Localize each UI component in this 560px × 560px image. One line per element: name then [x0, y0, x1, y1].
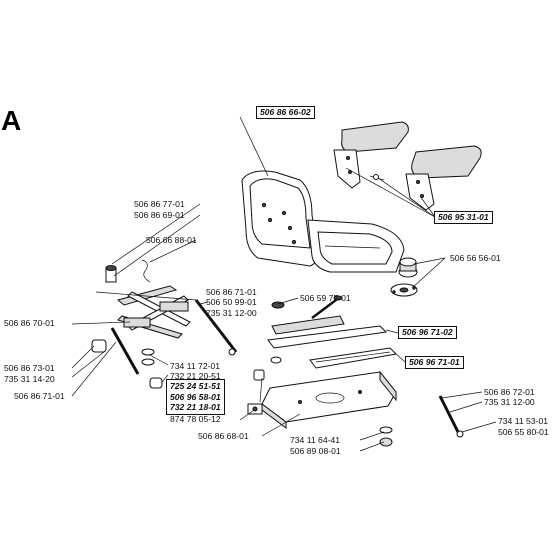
knob-stack-item: 725 24 51-51	[170, 381, 221, 391]
base-plate	[261, 370, 397, 429]
part-label: 506 56 56-01	[450, 253, 501, 263]
part-label: 735 31 12-00	[484, 397, 535, 407]
part-label: 506 50 99-01	[206, 297, 257, 307]
part-label: 874 78 05-12	[170, 414, 221, 424]
part-label: 506 86 71-01	[14, 391, 65, 401]
callout-knob-stack: 725 24 51-51 506 96 58-01 732 21 18-01	[166, 379, 225, 415]
rod-parts	[110, 299, 464, 438]
part-label: 506 86 70-01	[4, 318, 55, 328]
part-label: 732 21 20-51	[170, 371, 221, 381]
part-label: 734 11 53-01	[498, 416, 549, 426]
spring-clip	[141, 259, 151, 283]
part-label: 506 55 80-01	[498, 427, 549, 437]
part-label: 506 59 75-01	[300, 293, 351, 303]
knob-stack-item: 732 21 18-01	[170, 402, 221, 412]
knob-stack-item: 506 96 58-01	[170, 391, 221, 402]
callout-armrests: 506 95 31-01	[434, 211, 493, 224]
callout-seat: 506 86 66-02	[256, 106, 315, 119]
part-label: 735 31 12-00	[206, 308, 257, 318]
part-label: 734 11 72-01	[170, 361, 221, 371]
part-label: 734 11 64-41	[290, 435, 341, 445]
armrest-left	[333, 121, 409, 189]
part-label: 506 66 88-01	[146, 235, 197, 245]
section-letter: A	[1, 105, 22, 136]
nuts	[379, 426, 393, 447]
part-label: 506 86 72-01	[484, 387, 535, 397]
part-label: 735 31 14-20	[4, 374, 55, 384]
slide-rail-upper	[267, 295, 388, 349]
armrest-right	[405, 145, 482, 211]
part-label: 506 86 68-01	[198, 431, 249, 441]
part-label: 506 89 08-01	[290, 446, 341, 456]
callout-rail-lower: 506 96 71-01	[405, 356, 464, 369]
bushings	[91, 301, 285, 389]
slide-rail-lower	[309, 347, 398, 369]
scissor-mechanism	[105, 265, 191, 339]
part-label: 506 86 73-01	[4, 363, 55, 373]
adjust-knob	[247, 369, 265, 415]
leader-lines	[71, 116, 497, 452]
callout-rail-upper: 506 96 71-02	[398, 326, 457, 339]
armrest-screw	[369, 174, 385, 181]
swivel-bearing	[390, 257, 418, 297]
seat-part	[241, 170, 405, 273]
part-label: 506 86 69-01	[134, 210, 185, 220]
part-label: 506 86 71-01	[206, 287, 257, 297]
part-label: 506 86 77-01	[134, 199, 185, 209]
